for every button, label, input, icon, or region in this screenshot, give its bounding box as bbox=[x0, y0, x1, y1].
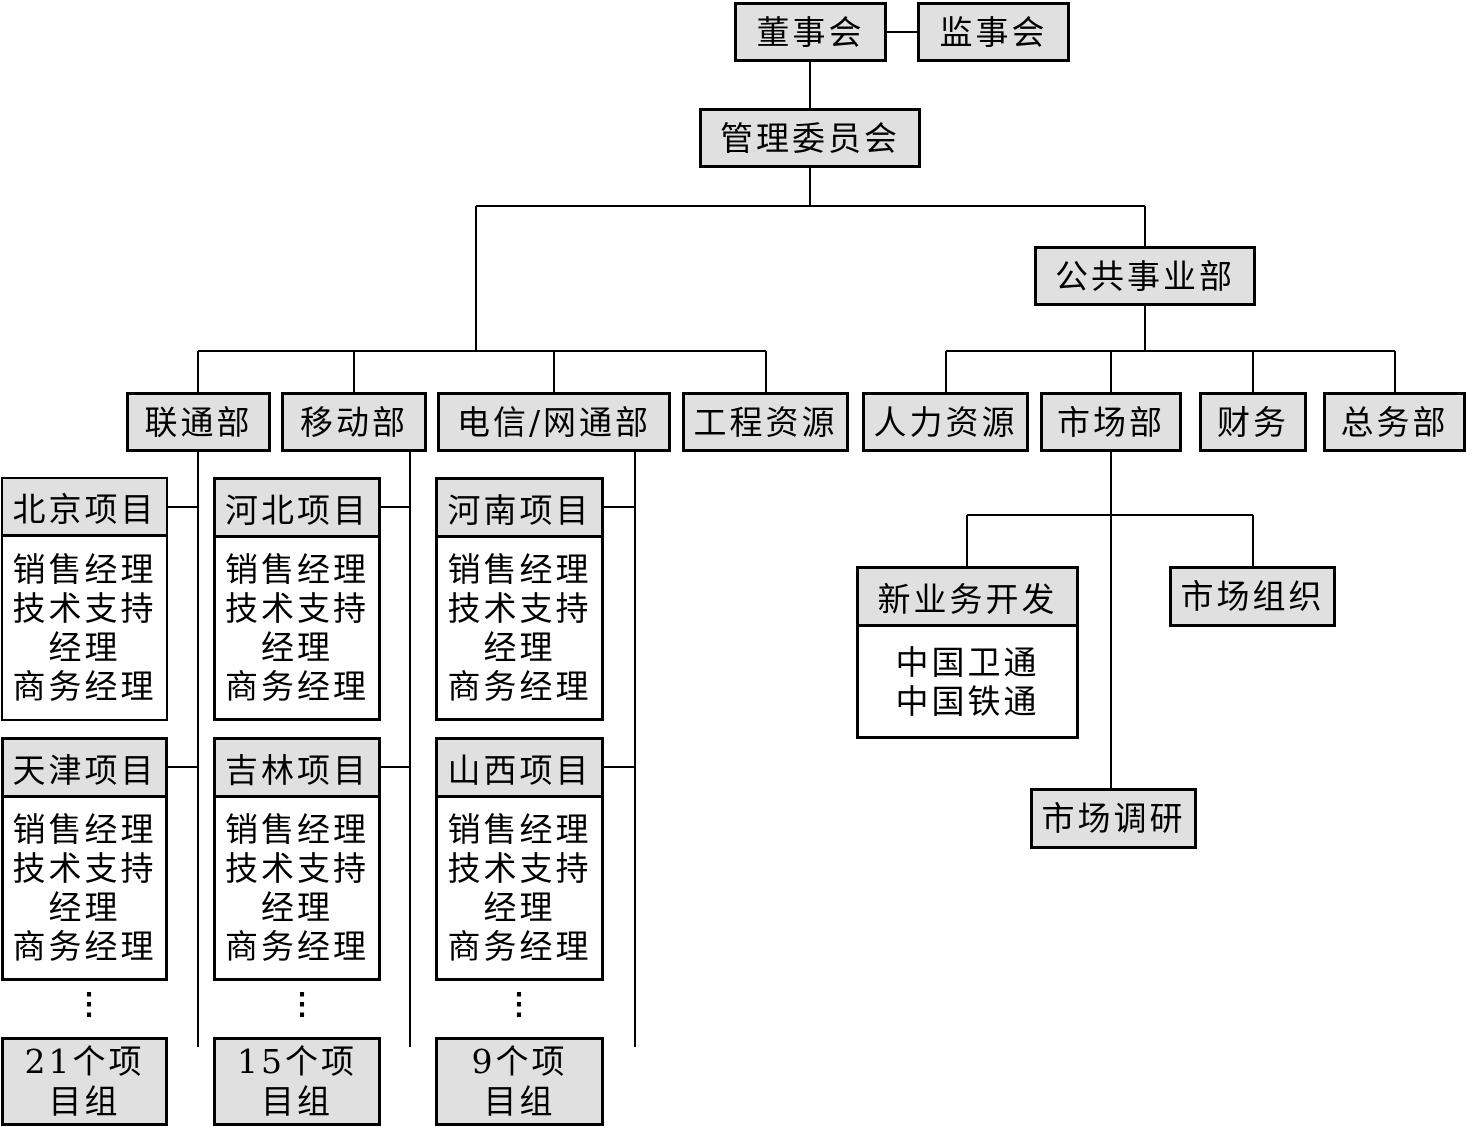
role-business: 商务经理 bbox=[447, 667, 592, 706]
role-manager: 经理 bbox=[483, 628, 556, 667]
role-sales: 销售经理 bbox=[225, 550, 369, 589]
supervisors-box: 监事会 bbox=[917, 2, 1070, 62]
project-roles: 销售经理 技术支持 经理 商务经理 bbox=[438, 798, 601, 978]
ellipsis-telecom: ⋮ bbox=[504, 987, 534, 1022]
role-manager: 经理 bbox=[483, 888, 556, 927]
group-line-1: 9个项 bbox=[471, 1041, 568, 1081]
project-title: 天津项目 bbox=[4, 740, 165, 798]
project-henan: 河南项目 销售经理 技术支持 经理 商务经理 bbox=[435, 477, 604, 721]
role-sales: 销售经理 bbox=[447, 810, 592, 849]
role-sales: 销售经理 bbox=[12, 550, 157, 589]
project-beijing: 北京项目 销售经理 技术支持 经理 商务经理 bbox=[1, 477, 168, 721]
role-business: 商务经理 bbox=[225, 927, 369, 966]
public-division-box: 公共事业部 bbox=[1034, 246, 1256, 306]
project-roles: 销售经理 技术支持 经理 商务经理 bbox=[216, 538, 378, 718]
project-title: 吉林项目 bbox=[216, 740, 378, 798]
project-roles: 销售经理 技术支持 经理 商务经理 bbox=[438, 538, 601, 718]
group-unicom: 21个项 目组 bbox=[1, 1037, 168, 1126]
group-telecom: 9个项 目组 bbox=[435, 1037, 604, 1126]
dept-engineering: 工程资源 bbox=[682, 392, 849, 452]
unit-items: 中国卫通 中国铁通 bbox=[859, 627, 1076, 736]
role-manager: 经理 bbox=[48, 888, 121, 927]
project-title: 河南项目 bbox=[438, 480, 601, 538]
project-roles: 销售经理 技术支持 经理 商务经理 bbox=[4, 798, 165, 978]
unit-market-organization: 市场组织 bbox=[1169, 566, 1336, 627]
group-mobile: 15个项 目组 bbox=[213, 1037, 381, 1126]
unit-title: 新业务开发 bbox=[859, 569, 1076, 627]
project-hebei: 河北项目 销售经理 技术支持 经理 商务经理 bbox=[213, 477, 381, 721]
project-jilin: 吉林项目 销售经理 技术支持 经理 商务经理 bbox=[213, 737, 381, 981]
role-manager: 经理 bbox=[48, 628, 121, 667]
role-business: 商务经理 bbox=[12, 667, 157, 706]
item-satcom: 中国卫通 bbox=[895, 642, 1040, 682]
role-tech: 技术支持 bbox=[447, 589, 592, 628]
role-business: 商务经理 bbox=[12, 927, 157, 966]
role-sales: 销售经理 bbox=[225, 810, 369, 849]
dept-unicom: 联通部 bbox=[126, 392, 271, 452]
project-title: 河北项目 bbox=[216, 480, 378, 538]
ellipsis-unicom: ⋮ bbox=[74, 987, 104, 1022]
dept-general: 总务部 bbox=[1323, 392, 1466, 452]
project-shanxi: 山西项目 销售经理 技术支持 经理 商务经理 bbox=[435, 737, 604, 981]
dept-finance: 财务 bbox=[1199, 392, 1307, 452]
role-business: 商务经理 bbox=[447, 927, 592, 966]
item-railcom: 中国铁通 bbox=[895, 681, 1040, 721]
project-title: 北京项目 bbox=[3, 479, 166, 537]
role-tech: 技术支持 bbox=[12, 589, 157, 628]
role-tech: 技术支持 bbox=[12, 849, 157, 888]
unit-market-research: 市场调研 bbox=[1030, 788, 1197, 849]
project-roles: 销售经理 技术支持 经理 商务经理 bbox=[216, 798, 378, 978]
group-line-2: 目组 bbox=[261, 1081, 333, 1121]
role-business: 商务经理 bbox=[225, 667, 369, 706]
project-title: 山西项目 bbox=[438, 740, 601, 798]
ellipsis-mobile: ⋮ bbox=[287, 987, 317, 1022]
dept-hr: 人力资源 bbox=[862, 392, 1029, 452]
role-sales: 销售经理 bbox=[447, 550, 592, 589]
role-manager: 经理 bbox=[261, 888, 333, 927]
role-manager: 经理 bbox=[261, 628, 333, 667]
unit-new-business: 新业务开发 中国卫通 中国铁通 bbox=[856, 566, 1079, 739]
role-sales: 销售经理 bbox=[12, 810, 157, 849]
role-tech: 技术支持 bbox=[225, 589, 369, 628]
group-line-2: 目组 bbox=[483, 1081, 556, 1121]
board-box: 董事会 bbox=[734, 2, 887, 62]
dept-market: 市场部 bbox=[1040, 392, 1182, 452]
dept-mobile: 移动部 bbox=[281, 392, 427, 452]
group-line-1: 15个项 bbox=[237, 1041, 357, 1081]
role-tech: 技术支持 bbox=[447, 849, 592, 888]
group-line-1: 21个项 bbox=[24, 1041, 145, 1081]
project-tianjin: 天津项目 销售经理 技术支持 经理 商务经理 bbox=[1, 737, 168, 981]
group-line-2: 目组 bbox=[48, 1081, 121, 1121]
project-roles: 销售经理 技术支持 经理 商务经理 bbox=[3, 537, 166, 719]
management-box: 管理委员会 bbox=[699, 108, 921, 168]
dept-telecom: 电信/网通部 bbox=[437, 392, 671, 452]
role-tech: 技术支持 bbox=[225, 849, 369, 888]
